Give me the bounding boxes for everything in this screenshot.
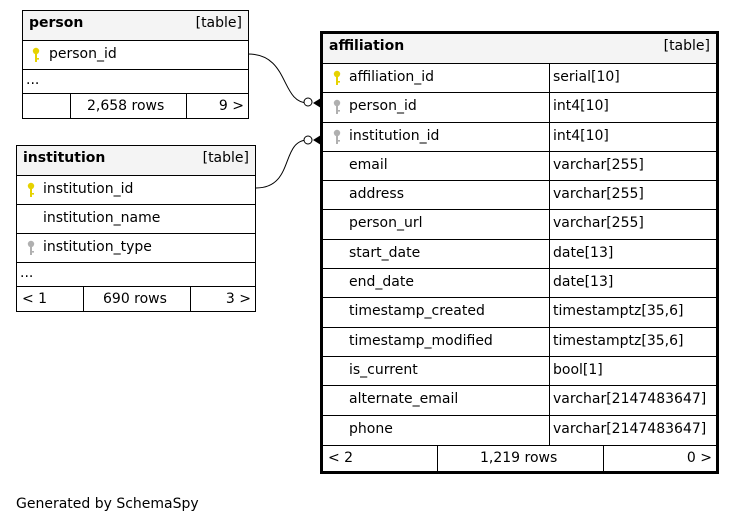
more-columns-row: ... xyxy=(23,70,248,94)
footer-row-count: 690 rows xyxy=(103,291,167,307)
column-name: phone xyxy=(349,420,393,437)
column-row-institution_id[interactable]: institution_id int4[10] xyxy=(323,122,716,152)
column-name: timestamp_modified xyxy=(349,332,493,349)
footer-row-count: 2,658 rows xyxy=(87,98,165,114)
column-name: institution_id xyxy=(349,127,440,144)
footer-parents: < 1 xyxy=(22,291,48,307)
column-name: alternate_email xyxy=(349,391,459,408)
person-affiliation-link xyxy=(247,53,309,104)
column-type: bool[1] xyxy=(553,361,603,378)
table-kind: [table] xyxy=(202,150,249,166)
column-row-person_id[interactable]: person_id xyxy=(23,41,248,70)
table-kind: [table] xyxy=(663,38,710,54)
column-row-is_current[interactable]: is_current bool[1] xyxy=(323,356,716,387)
column-name: end_date xyxy=(349,274,414,291)
affiliation-table[interactable]: affiliation [table] affiliation_id serial… xyxy=(320,31,719,474)
affiliation-columns: affiliation_id serial[10] person_id int4[10… xyxy=(323,64,716,445)
affiliation-table-footer: < 2 1,219 rows 0 > xyxy=(323,444,716,471)
column-type: varchar[255] xyxy=(553,186,644,203)
column-name: person_id xyxy=(349,98,417,115)
column-name: person_id xyxy=(49,46,117,62)
column-name: address xyxy=(349,186,405,203)
institution-link-end-circle xyxy=(303,135,313,145)
institution-table-footer: < 1 690 rows 3 > xyxy=(17,287,255,311)
column-row-institution_name[interactable]: institution_name xyxy=(17,205,255,234)
column-row-email[interactable]: email varchar[255] xyxy=(323,151,716,182)
footer-children: 3 > xyxy=(225,291,251,307)
column-name: institution_type xyxy=(43,239,152,255)
column-name: person_url xyxy=(349,215,423,232)
institution-affiliation-link xyxy=(255,139,309,189)
foreign-key-icon xyxy=(333,100,341,115)
foreign-key-icon xyxy=(27,240,35,255)
primary-key-icon xyxy=(333,70,341,85)
column-name: affiliation_id xyxy=(349,69,435,85)
foreign-key-icon xyxy=(333,129,341,144)
primary-key-icon xyxy=(27,182,35,197)
footer-children: 0 > xyxy=(686,449,712,466)
column-type: varchar[2147483647] xyxy=(553,420,707,437)
table-name: person xyxy=(29,15,84,31)
column-row-person_url[interactable]: person_url varchar[255] xyxy=(323,210,716,240)
ellipsis: ... xyxy=(20,265,34,281)
column-type: int4[10] xyxy=(553,127,609,144)
column-name: institution_id xyxy=(43,181,134,197)
column-type: timestamptz[35,6] xyxy=(553,332,684,349)
column-row-start_date[interactable]: start_date date[13] xyxy=(323,239,716,270)
person-table-header: person [table] xyxy=(23,11,248,41)
column-type: varchar[255] xyxy=(553,215,644,232)
column-row-institution_id[interactable]: institution_id xyxy=(17,176,255,205)
column-row-end_date[interactable]: end_date date[13] xyxy=(323,269,716,299)
column-row-address[interactable]: address varchar[255] xyxy=(323,181,716,211)
footer-parents: < 2 xyxy=(328,449,354,466)
column-type: serial[10] xyxy=(553,69,620,85)
column-name: timestamp_created xyxy=(349,303,485,320)
person-table-footer: 2,658 rows 9 > xyxy=(23,94,248,118)
column-type: varchar[2147483647] xyxy=(553,391,707,408)
generated-by-label: Generated by SchemaSpy xyxy=(16,496,199,512)
column-row-institution_type[interactable]: institution_type xyxy=(17,234,255,263)
column-row-phone[interactable]: phone varchar[2147483647] xyxy=(323,415,716,445)
column-name: institution_name xyxy=(43,210,161,226)
column-type: date[13] xyxy=(553,274,614,291)
table-kind: [table] xyxy=(195,15,242,31)
column-row-alternate_email[interactable]: alternate_email varchar[2147483647] xyxy=(323,386,716,416)
column-row-timestamp_modified[interactable]: timestamp_modified timestamptz[35,6] xyxy=(323,327,716,357)
column-name: start_date xyxy=(349,244,421,261)
institution-table[interactable]: institution [table] institution_id insti… xyxy=(16,145,256,312)
table-name: affiliation xyxy=(329,38,405,54)
column-type: timestamptz[35,6] xyxy=(553,303,684,320)
column-name: email xyxy=(349,156,388,173)
primary-key-icon xyxy=(32,47,40,62)
footer-children: 9 > xyxy=(218,98,244,114)
footer-row-count: 1,219 rows xyxy=(480,449,558,466)
column-row-affiliation_id[interactable]: affiliation_id serial[10] xyxy=(323,64,716,94)
institution-table-header: institution [table] xyxy=(17,146,255,176)
column-type: int4[10] xyxy=(553,98,609,115)
person-link-crowfoot xyxy=(313,98,321,108)
person-link-end-circle xyxy=(303,97,313,107)
column-name: is_current xyxy=(349,361,418,378)
person-table[interactable]: person [table] person_id ... 2,658 rows … xyxy=(22,10,249,119)
table-name: institution xyxy=(23,150,106,166)
ellipsis: ... xyxy=(26,72,40,88)
institution-link-crowfoot xyxy=(313,135,321,145)
column-row-person_id[interactable]: person_id int4[10] xyxy=(323,93,716,123)
column-type: date[13] xyxy=(553,244,614,261)
more-columns-row: ... xyxy=(17,263,255,287)
affiliation-table-header: affiliation [table] xyxy=(323,34,716,64)
column-type: varchar[255] xyxy=(553,156,644,173)
column-row-timestamp_created[interactable]: timestamp_created timestamptz[35,6] xyxy=(323,298,716,328)
